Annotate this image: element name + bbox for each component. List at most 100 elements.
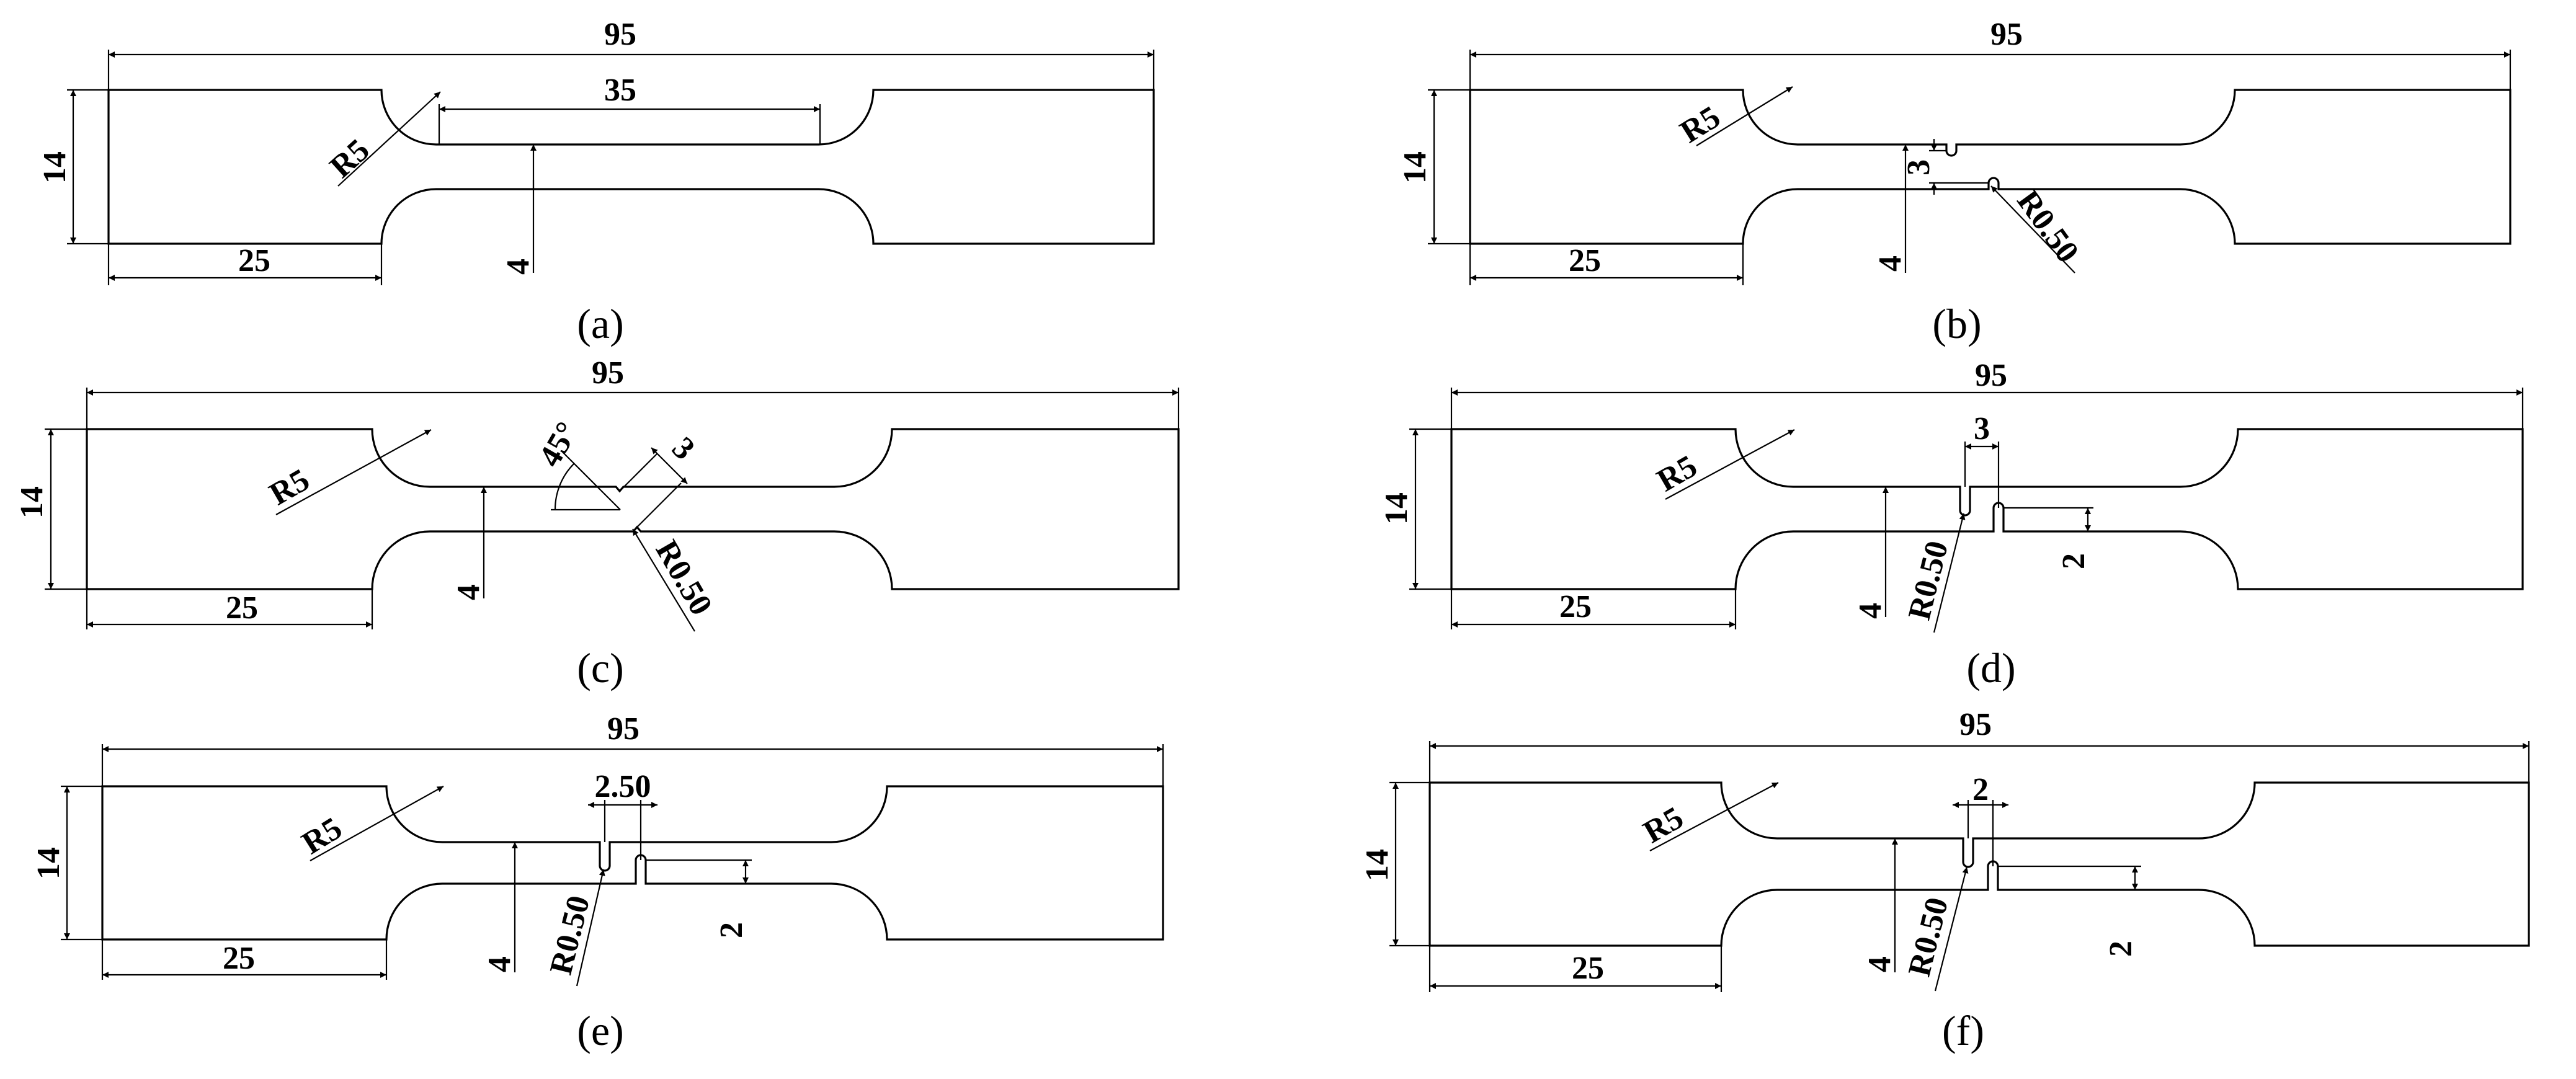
dimension-gauge-width: 4 [1873, 144, 1909, 273]
notch-radius-label: R0.50 [648, 535, 719, 621]
notch-spacing-label: 3 [1974, 411, 1990, 446]
width-label: 14 [14, 486, 50, 518]
dimension-gauge-width: 4 [501, 144, 537, 275]
dimension-notch-spacing: 3 [1964, 411, 2000, 508]
length-label: 95 [607, 711, 640, 747]
dimension-notch-spacing: 3 [619, 430, 702, 528]
length-label: 95 [592, 355, 624, 391]
notch-radius-label: R0.50 [1902, 894, 1955, 980]
panel-c: 95 14 25 4 R5 45° [14, 355, 1180, 691]
dimension-grip-length: 25 [86, 589, 373, 629]
panel-caption: (f) [1942, 1007, 1984, 1054]
dimension-notch-depth: 2 [1998, 865, 2141, 957]
gauge-width-label: 4 [451, 584, 486, 600]
dimension-length: 95 [1428, 707, 2530, 783]
width-label: 14 [31, 847, 66, 879]
panel-b: 95 14 25 4 R5 3 [1397, 17, 2511, 347]
dimension-notch-radius: R0.50 [543, 869, 605, 987]
grip-length-label: 25 [223, 941, 255, 976]
fillet-radius-label: R5 [1674, 99, 1726, 150]
width-label: 14 [37, 151, 73, 184]
dimension-fillet-radius: R5 [296, 786, 444, 861]
notch-depth-label: 2 [2103, 941, 2139, 957]
dimension-notch-radius: R0.50 [1902, 866, 1969, 992]
dimension-notch-angle: 45° [532, 416, 621, 511]
panel-caption: (a) [577, 300, 623, 347]
dimension-fillet-radius: R5 [1638, 782, 1779, 851]
dimension-notch-radius: R0.50 [1990, 184, 2086, 273]
gauge-width-label: 4 [1862, 956, 1897, 972]
gauge-width-label: 4 [501, 259, 536, 275]
dimension-width: 14 [37, 89, 109, 245]
dimension-gauge-length: 35 [438, 73, 821, 144]
notch-depth-label: 2 [2056, 553, 2092, 569]
specimen-outline [86, 428, 1180, 590]
dimension-length: 95 [107, 17, 1155, 90]
length-label: 95 [1990, 17, 2023, 52]
dimension-length: 95 [1450, 358, 2524, 429]
specimen-outline [1469, 89, 2511, 245]
dimension-width: 14 [1379, 428, 1451, 590]
panel-a: 95 14 25 4 R5 35 (a) [37, 17, 1155, 347]
notch-angle-label: 45° [532, 416, 586, 473]
dimension-notch-depth: 2 [646, 859, 752, 938]
fillet-radius-label: R5 [264, 462, 316, 512]
gauge-width-label: 4 [1873, 255, 1908, 272]
dimension-notch-spacing: 2 [1953, 772, 2008, 866]
grip-length-label: 25 [238, 243, 270, 278]
grip-length-label: 25 [226, 590, 258, 626]
length-label: 95 [1959, 707, 1992, 742]
notch-spacing-label: 2.50 [595, 769, 651, 804]
dimension-gauge-width: 4 [430, 486, 490, 600]
fillet-radius-label: R5 [1638, 800, 1690, 850]
notch-depth-label: 2 [714, 922, 749, 938]
dimension-grip-length: 25 [1450, 589, 1737, 629]
dimension-length: 95 [1469, 17, 2511, 90]
dimension-width: 14 [1360, 781, 1430, 947]
notch-spacing-label: 3 [665, 430, 702, 467]
dimension-length: 95 [86, 355, 1180, 429]
dimension-notch-radius: R0.50 [632, 528, 719, 632]
panel-caption: (c) [577, 644, 623, 691]
grip-length-label: 25 [1572, 951, 1604, 986]
dimension-notch-spacing: 2.50 [588, 769, 657, 860]
dimension-fillet-radius: R5 [1651, 429, 1795, 500]
dimension-length: 95 [101, 711, 1164, 786]
notch-radius-label: R0.50 [2010, 184, 2086, 270]
dimension-fillet-radius: R5 [264, 429, 432, 515]
specimen-outline [107, 89, 1155, 245]
panel-f: 95 14 25 4 R5 2 [1360, 707, 2530, 1054]
panel-caption: (e) [577, 1007, 623, 1054]
dimension-gauge-width: 4 [1777, 837, 1901, 972]
panel-d: 95 14 25 4 R5 3 [1379, 358, 2524, 691]
notch-spacing-label: 3 [1901, 159, 1936, 175]
dimension-grip-length: 25 [1428, 946, 1723, 992]
fillet-radius-label: R5 [1651, 448, 1703, 499]
specimen-outline [101, 785, 1164, 941]
length-label: 95 [604, 17, 636, 52]
width-label: 14 [1379, 492, 1414, 525]
dimension-gauge-width: 4 [442, 841, 521, 972]
dimension-width: 14 [1397, 89, 1470, 245]
specimen-outline [1428, 781, 2530, 947]
gauge-width-label: 4 [482, 956, 517, 972]
dimension-fillet-radius: R5 [323, 91, 441, 187]
width-label: 14 [1397, 151, 1433, 184]
dimension-notch-spacing: 3 [1901, 139, 1989, 195]
grip-length-label: 25 [1559, 589, 1592, 624]
dimension-notch-depth: 2 [2003, 507, 2093, 569]
dimension-gauge-width: 4 [1793, 486, 1892, 619]
specimen-outline [1450, 428, 2524, 590]
dimension-grip-length: 25 [1469, 243, 1744, 285]
panel-caption: (b) [1932, 300, 1981, 347]
dimension-width: 14 [31, 785, 102, 941]
panel-caption: (d) [1966, 644, 2015, 691]
length-label: 95 [1975, 358, 2007, 393]
notch-spacing-label: 2 [1972, 772, 1989, 807]
gauge-length-label: 35 [604, 73, 636, 108]
width-label: 14 [1360, 849, 1395, 881]
dimension-width: 14 [14, 428, 87, 590]
fillet-radius-label: R5 [296, 810, 348, 861]
